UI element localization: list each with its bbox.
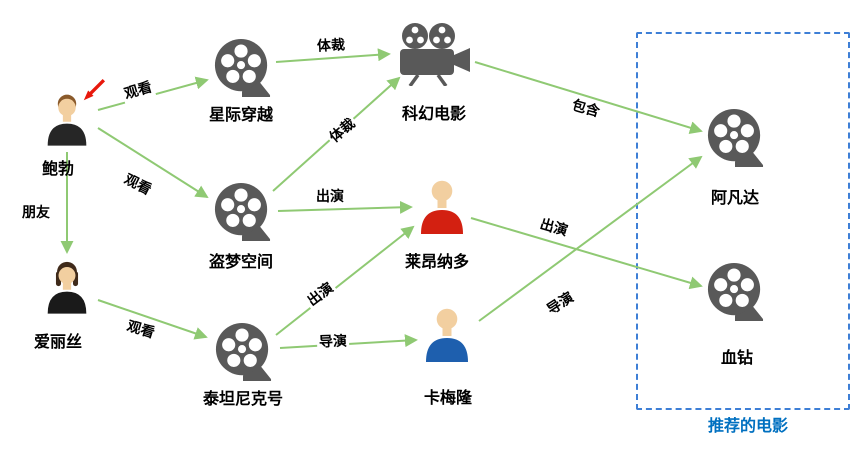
person-icon-bob: [44, 92, 90, 146]
edge-label-friend: 朋友: [20, 202, 52, 222]
node-label-cameron: 卡梅隆: [423, 390, 473, 407]
film-reel-icon-interstellar: [213, 36, 271, 100]
highlight-arrow-icon: [80, 78, 106, 104]
person-icon-leonardo: [416, 176, 468, 234]
edge-label-direct-titanic: 导演: [316, 330, 350, 352]
film-reel-icon-titanic: [214, 320, 272, 384]
node-label-blood-diamond: 血钻: [720, 350, 754, 367]
film-reel-icon-avatar: [706, 106, 764, 170]
node-label-interstellar: 星际穿越: [208, 107, 274, 124]
film-reel-icon-inception: [213, 180, 271, 244]
person-icon-alice: [44, 260, 90, 314]
node-label-alice: 爱丽丝: [33, 334, 83, 351]
node-label-inception: 盗梦空间: [208, 254, 274, 271]
film-reel-icon-blood-diamond: [706, 260, 764, 324]
edge-label-act-inception: 出演: [314, 186, 346, 206]
person-icon-cameron: [421, 304, 473, 362]
movie-camera-icon-scifi: [392, 22, 472, 88]
recommendation-box: [636, 32, 850, 410]
node-label-scifi: 科幻电影: [401, 106, 467, 123]
node-label-avatar: 阿凡达: [710, 190, 760, 207]
node-label-bob: 鲍勃: [41, 161, 75, 178]
node-label-leonardo: 莱昂纳多: [404, 254, 470, 271]
node-label-titanic: 泰坦尼克号: [202, 391, 284, 408]
recommendation-box-label: 推荐的电影: [707, 418, 789, 435]
edge-label-genre-interstellar: 体裁: [314, 34, 348, 56]
